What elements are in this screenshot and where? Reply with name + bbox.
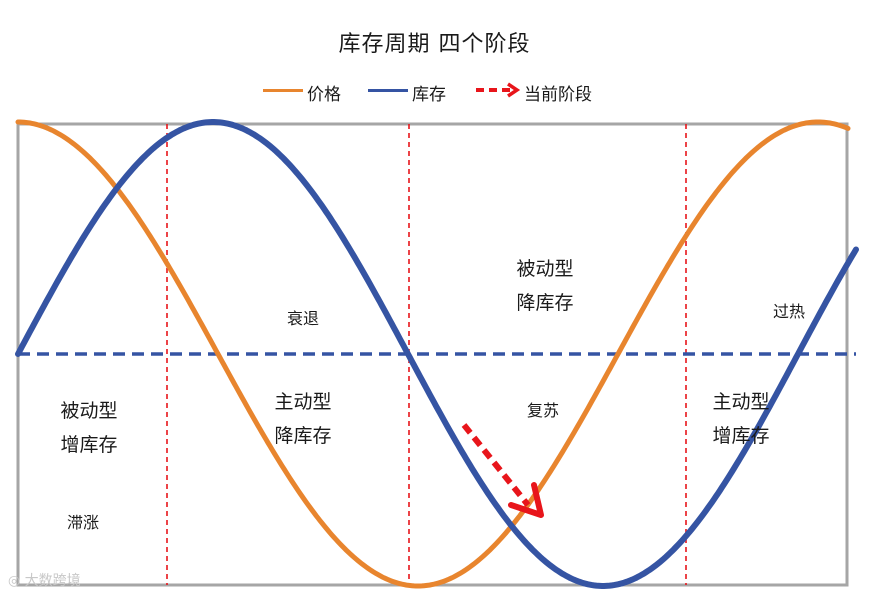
label-passive-destock-line2: 降库存 bbox=[516, 292, 574, 314]
label-recovery: 复苏 bbox=[526, 401, 559, 420]
label-active-restock-line2: 增库存 bbox=[712, 425, 770, 447]
label-overheat: 过热 bbox=[772, 302, 805, 321]
label-passive-restock-line1: 被动型 bbox=[60, 400, 118, 422]
watermark-icon: ◎ bbox=[8, 573, 21, 589]
label-passive-destock-line1: 被动型 bbox=[516, 258, 574, 280]
label-active-destock: 主动型 降库存 bbox=[248, 385, 358, 453]
legend-item-price: 价格 bbox=[263, 80, 353, 105]
legend-price-swatch bbox=[263, 89, 303, 92]
legend-item-current-stage: 当前阶段 bbox=[474, 80, 614, 105]
legend-item-inventory: 库存 bbox=[368, 80, 458, 105]
label-passive-destock: 被动型 降库存 bbox=[490, 252, 600, 320]
legend-inventory-label: 库存 bbox=[412, 85, 446, 105]
current-stage-arrow-head bbox=[508, 482, 544, 518]
label-stagflation: 滞涨 bbox=[66, 513, 99, 532]
label-recession: 衰退 bbox=[286, 309, 319, 328]
label-passive-restock-line2: 增库存 bbox=[60, 434, 118, 456]
watermark-logo: ◎ 大数跨境 bbox=[8, 570, 81, 590]
legend-inventory-swatch bbox=[368, 89, 408, 92]
legend-current-stage-swatch bbox=[476, 82, 521, 98]
legend-current-stage-label: 当前阶段 bbox=[524, 85, 592, 105]
label-active-destock-line1: 主动型 bbox=[274, 391, 332, 413]
legend-price-label: 价格 bbox=[307, 85, 341, 105]
inventory-curve bbox=[15, 119, 859, 589]
label-active-restock: 主动型 增库存 bbox=[686, 385, 796, 453]
chart-title: 库存周期 四个阶段 bbox=[338, 32, 531, 57]
current-stage-arrow-shaft bbox=[461, 423, 531, 507]
label-active-restock-line1: 主动型 bbox=[712, 391, 770, 413]
watermark-text: 大数跨境 bbox=[24, 573, 81, 589]
label-active-destock-line2: 降库存 bbox=[274, 425, 332, 447]
price-curve bbox=[15, 119, 851, 589]
label-passive-restock: 被动型 增库存 bbox=[34, 394, 144, 462]
